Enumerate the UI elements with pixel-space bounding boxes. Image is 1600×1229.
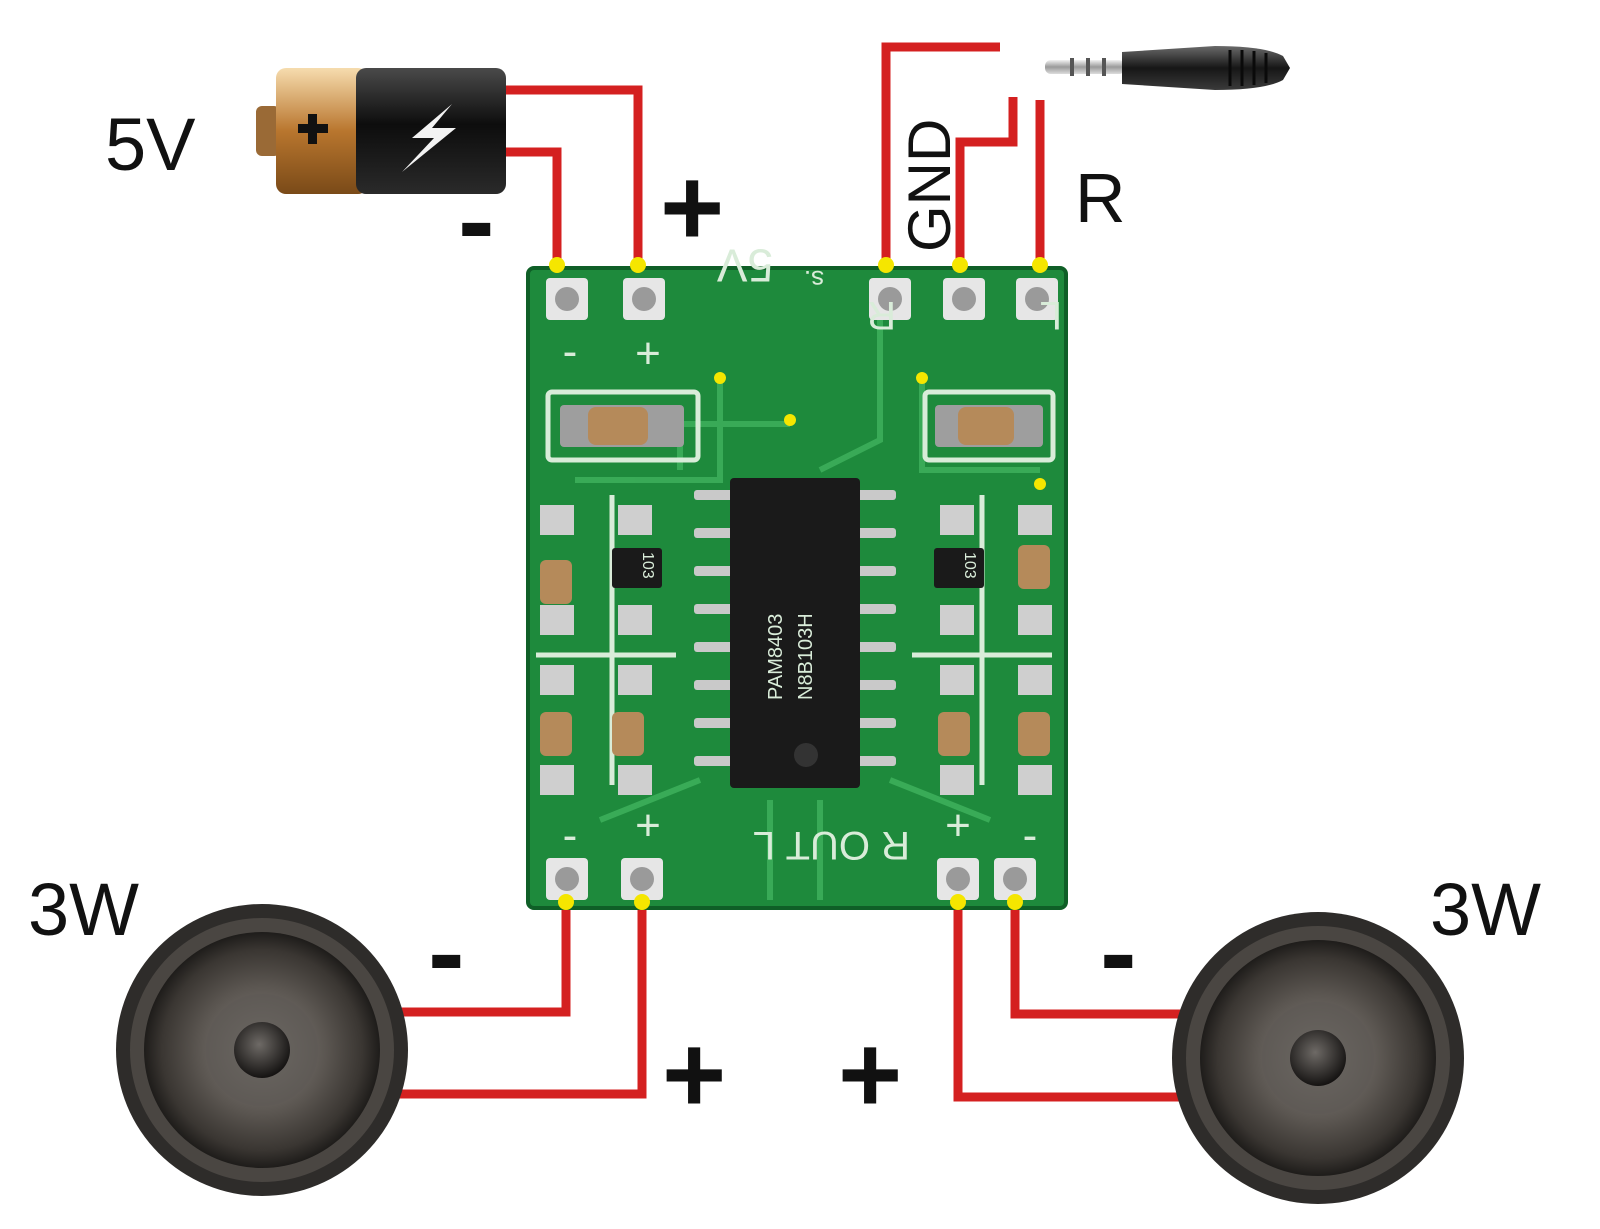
plug-pin <box>1045 60 1125 74</box>
speaker-dust-cap <box>1290 1030 1346 1086</box>
battery <box>256 68 506 194</box>
battery-minus-label: - <box>458 159 495 282</box>
resistors <box>612 548 984 588</box>
pcb-traces <box>575 320 1040 900</box>
chip-body <box>730 478 860 788</box>
right-speaker-minus-label: - <box>1100 891 1137 1014</box>
right-channel-label: R <box>1075 159 1126 237</box>
left-speaker-plus-wire <box>392 904 647 1099</box>
resistor-code-left: 103 <box>639 552 656 579</box>
capacitor <box>588 407 648 445</box>
silk-r-input-label: R <box>867 293 896 337</box>
right-speaker <box>1172 912 1464 1204</box>
left-speaker-plus-label: + <box>662 1013 726 1136</box>
amplifier-board: PAM8403 N8B103H 5V s. R L R OUT L - + - … <box>526 239 1068 910</box>
silk-out-label: R OUT L <box>753 823 910 867</box>
wires <box>392 42 1190 1102</box>
silk-5v-label: 5V <box>717 239 774 291</box>
silk-plus-bottom-right: + <box>945 801 971 850</box>
battery-plus-label: + <box>660 146 724 269</box>
resistor-code-right: 103 <box>961 552 978 579</box>
battery-terminal <box>256 106 280 156</box>
silk-plus-top: + <box>635 329 661 378</box>
audio-jack-plug <box>1045 46 1290 90</box>
plus-icon <box>298 114 328 144</box>
right-speaker-plus-label: + <box>838 1013 902 1136</box>
left-speaker-minus-wire <box>392 904 571 1017</box>
right-speaker-power-label: 3W <box>1430 868 1541 951</box>
supply-voltage-label: 5V <box>105 103 196 186</box>
silk-plus-bottom-left: + <box>635 801 661 850</box>
left-speaker-minus-label: - <box>428 891 465 1014</box>
chip-marking-2: N8B103H <box>795 613 817 700</box>
left-speaker-power-label: 3W <box>28 868 139 951</box>
speaker-dust-cap <box>234 1022 290 1078</box>
gnd-wire <box>881 42 1000 262</box>
silk-minus-bottom-left: - <box>563 811 578 860</box>
silk-s-label: s. <box>804 265 824 295</box>
smd-pads <box>540 505 1052 795</box>
resistor-right <box>934 548 984 588</box>
silk-minus-bottom-right: - <box>1023 811 1038 860</box>
silk-l-input-label: L <box>1040 293 1062 337</box>
amplifier-chip: PAM8403 N8B103H <box>694 478 896 788</box>
gnd-label: GND <box>896 119 963 252</box>
capacitors <box>540 405 1050 756</box>
output-header-pads <box>546 858 1036 900</box>
lightning-icon <box>402 104 456 172</box>
battery-minus-wire <box>498 147 562 262</box>
right-speaker-plus-wire <box>953 904 1190 1102</box>
capacitor <box>958 407 1014 445</box>
left-input-wire <box>955 97 1018 262</box>
resistor-left <box>612 548 662 588</box>
pad-markers <box>549 257 1048 910</box>
chip-marking-1: PAM8403 <box>765 614 787 700</box>
left-speaker <box>116 904 408 1196</box>
plug-body <box>1122 46 1290 90</box>
input-header-pads <box>546 278 1058 320</box>
silk-minus-top: - <box>563 327 578 376</box>
battery-plus-wire <box>498 85 643 262</box>
right-speaker-minus-wire <box>1010 904 1190 1019</box>
